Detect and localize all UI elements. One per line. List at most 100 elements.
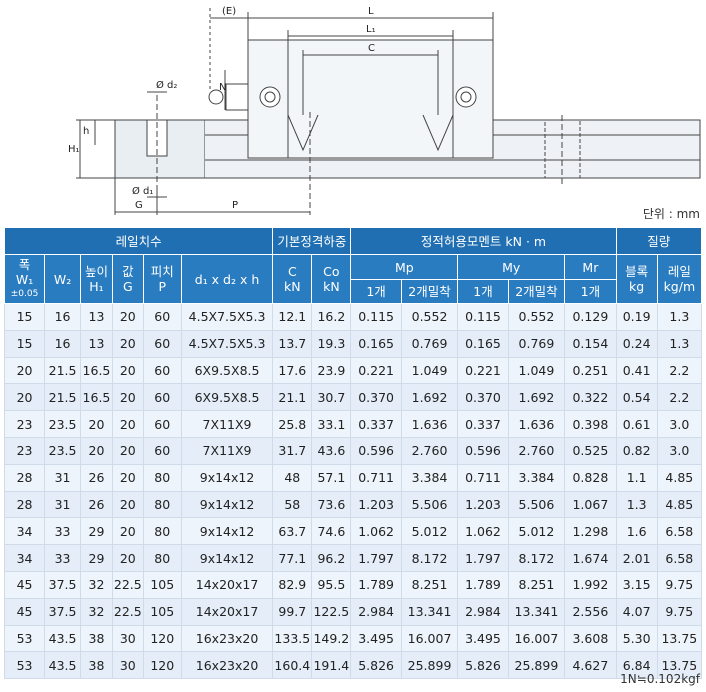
table-cell: 13.75 [656,651,703,680]
label-l1: L₁ [366,24,376,35]
table-cell: 16.5 [80,383,113,412]
table-cell: 53 [3,651,46,680]
table-cell: 2.556 [564,597,617,626]
table-cell: 26 [80,490,113,519]
table-cell: 21.5 [44,383,82,412]
table-cell: 60 [142,410,182,438]
table-cell: 5.826 [350,651,402,680]
table-cell: 1.062 [350,517,402,546]
table-cell: 0.769 [400,329,459,358]
table-cell: 23 [3,410,46,438]
table-cell: 3.608 [564,624,617,653]
table-cell: 45 [3,597,46,626]
table-cell: 0.370 [457,383,509,412]
table-cell: 0.41 [615,356,658,385]
table-cell: 63.7 [272,517,313,546]
table-cell: 1.203 [350,490,402,519]
header-w1-mid: W₁ [15,271,34,287]
header-g: 값 G [111,254,144,304]
table-cell: 96.2 [311,544,352,572]
table-cell: 30.7 [311,383,352,412]
label-l: L [368,6,374,17]
header-mass: 질량 [615,227,703,255]
table-cell: 0.322 [564,383,617,412]
table-cell: 0.398 [564,410,617,438]
table-cell: 80 [142,490,182,519]
table-cell: 32 [80,597,113,626]
table-cell: 53 [3,624,46,653]
table-cell: 0.596 [457,436,509,465]
table-cell: 0.552 [507,303,566,331]
table-cell: 0.54 [615,383,658,412]
header-mp-one: 1개 [350,279,402,304]
header-p: 피치 P [142,254,182,304]
header-static-moment: 정적허용모멘트 kN · m [350,227,617,255]
table-cell: 0.337 [350,410,402,438]
table-cell: 17.6 [272,356,313,385]
table-cell: 20 [111,463,144,492]
table-cell: 5.30 [615,624,658,653]
unit-note: 단위 : mm [642,207,700,221]
table-cell: 3.495 [350,624,402,653]
table-cell: 1.789 [350,570,402,599]
label-h1: H₁ [68,144,80,155]
table-cell: 82.9 [272,570,313,599]
header-g-top: 값 [122,264,134,279]
table-cell: 60 [142,383,182,412]
header-rail-kgm: 레일 kg/m [656,254,703,304]
table-cell: 1.674 [564,544,617,572]
header-rail-dimensions: 레일치수 [3,227,274,255]
header-co: Co kN [311,254,352,304]
table-cell: 80 [142,463,182,492]
table-cell: 9.75 [656,570,703,599]
table-cell: 57.1 [311,463,352,492]
table-cell: 74.6 [311,517,352,546]
table-cell: 2.984 [350,597,402,626]
table-cell: 15 [3,329,46,358]
table-cell: 133.5 [272,624,313,653]
table-cell: 1.049 [507,356,566,385]
table-cell: 14x20x17 [180,570,274,599]
table-header: 레일치수 기본정격하중 정적허용모멘트 kN · m 질량 폭 W₁ ±0.05… [3,227,703,304]
table-cell: 0.370 [350,383,402,412]
label-e: (E) [222,6,236,17]
table-cell: 1.692 [507,383,566,412]
table-cell: 3.384 [507,463,566,492]
table-cell: 3.15 [615,570,658,599]
header-rail-bot: kg/m [663,279,696,294]
table-cell: 2.760 [400,436,459,465]
table-cell: 0.82 [615,436,658,465]
table-cell: 23.5 [44,436,82,465]
header-p-top: 피치 [150,264,174,279]
header-co-top: Co [323,264,340,279]
table-cell: 25.899 [507,651,566,680]
header-c: C kN [272,254,313,304]
table-cell: 0.115 [350,303,402,331]
table-cell: 0.129 [564,303,617,331]
table-cell: 25.8 [272,410,313,438]
table-cell: 9x14x12 [180,463,274,492]
header-mr-one: 1개 [564,279,617,304]
table-cell: 38 [80,624,113,653]
table-cell: 21.5 [44,356,82,385]
label-g: G [135,200,143,211]
table-cell: 9.75 [656,597,703,626]
header-block-kg: 블록 kg [615,254,658,304]
table-cell: 2.984 [457,597,509,626]
table-cell: 0.221 [457,356,509,385]
table-cell: 16.5 [80,356,113,385]
table-cell: 2.2 [656,356,703,385]
table-cell: 20 [111,356,144,385]
table-cell: 60 [142,356,182,385]
table-cell: 30 [111,624,144,653]
table-cell: 6X9.5X8.5 [180,383,274,412]
table-cell: 43.5 [44,624,82,653]
table-cell: 4.85 [656,490,703,519]
table-cell: 33.1 [311,410,352,438]
table-cell: 2.01 [615,544,658,572]
